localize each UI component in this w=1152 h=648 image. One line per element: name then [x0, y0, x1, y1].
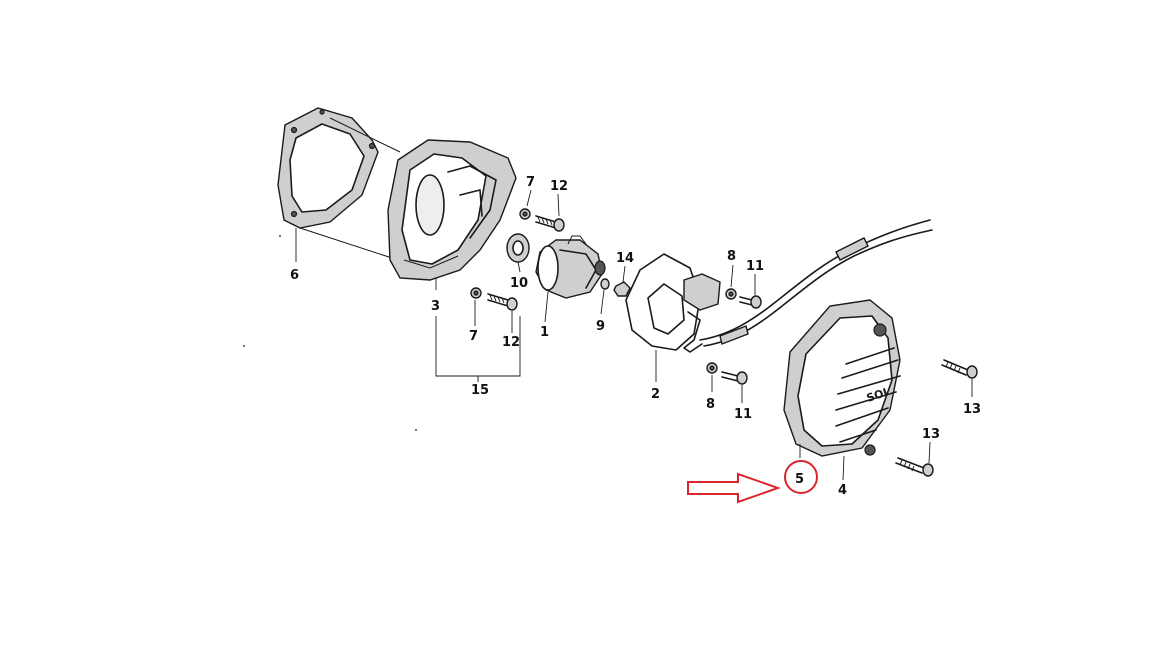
callout-13-upper: 13 — [963, 402, 981, 417]
callout-15: 15 — [471, 383, 489, 398]
callout-1: 1 — [540, 325, 549, 340]
washer-bolt-upper-right — [725, 288, 762, 309]
callout-8-lower: 8 — [706, 397, 715, 412]
callout-13-lower: 13 — [922, 427, 940, 442]
callout-5: 5 — [795, 472, 804, 487]
callout-11-lower: 11 — [734, 407, 752, 422]
callout-7-upper: 7 — [526, 175, 535, 190]
callout-4: 4 — [838, 483, 847, 498]
highlight-circle — [784, 460, 818, 494]
washer-part-9 — [600, 278, 610, 290]
callout-9: 9 — [596, 319, 605, 334]
stator-plate-part-2 — [625, 253, 721, 353]
callout-6: 6 — [290, 268, 299, 283]
cover-part-4: SOI — [783, 299, 901, 457]
bolt-13-lower — [895, 457, 934, 477]
wire-harness — [699, 219, 933, 347]
callout-10: 10 — [510, 276, 528, 291]
callout-8-upper: 8 — [727, 249, 736, 264]
callout-12-lower: 12 — [502, 335, 520, 350]
callout-3: 3 — [431, 299, 440, 314]
callout-2: 2 — [651, 387, 660, 402]
washer-bolt-upper — [519, 208, 565, 232]
gasket-part-6 — [277, 107, 379, 229]
highlight-arrow-icon — [687, 472, 782, 504]
rotor-part-1 — [535, 235, 606, 299]
callout-7-lower: 7 — [469, 329, 478, 344]
callout-11-upper: 11 — [746, 259, 764, 274]
washer-bolt-lower — [470, 287, 518, 311]
callout-12-upper: 12 — [550, 179, 568, 194]
housing-part-3 — [387, 139, 517, 281]
bearing-part-10 — [506, 233, 530, 263]
bolt-13-upper — [941, 359, 978, 379]
washer-bolt-lower-right — [706, 362, 748, 385]
cover-mark: SOI — [865, 386, 889, 405]
nut-part-14 — [613, 281, 631, 297]
callout-14: 14 — [616, 251, 634, 266]
